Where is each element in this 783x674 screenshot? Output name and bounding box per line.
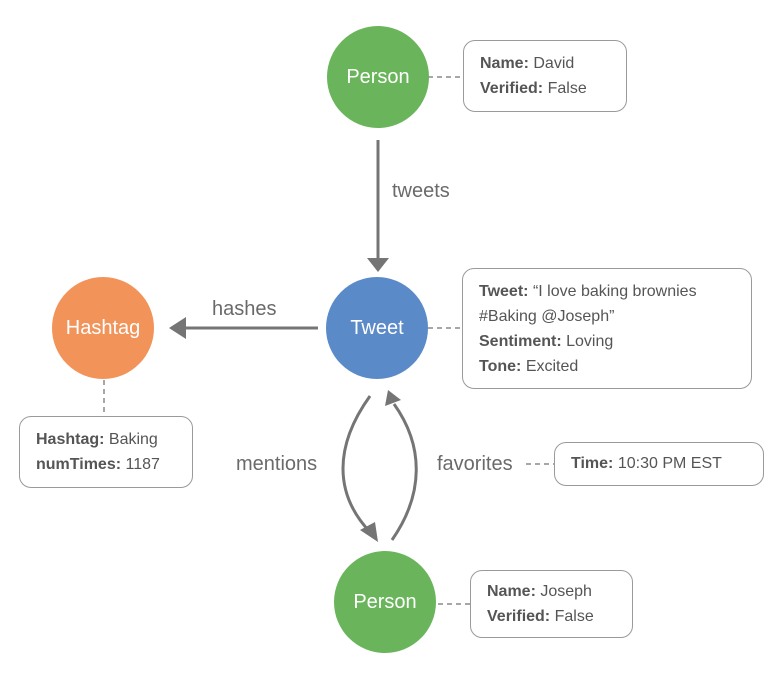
prop-value: #Baking @Joseph” (479, 308, 615, 325)
prop-value: Joseph (540, 583, 592, 600)
prop-row-tone: Tone: Excited (479, 354, 735, 379)
prop-key: Verified: (480, 80, 544, 97)
prop-row-numtimes: numTimes: 1187 (36, 452, 176, 477)
node-person-bottom-label: Person (353, 590, 417, 613)
properties-hashtag: Hashtag: Baking numTimes: 1187 (19, 416, 193, 488)
properties-favorites: Time: 10:30 PM EST (554, 442, 764, 486)
properties-person-bottom: Name: Joseph Verified: False (470, 570, 633, 638)
prop-value: Loving (566, 333, 614, 350)
prop-key: Hashtag: (36, 431, 105, 448)
properties-person-top: Name: David Verified: False (463, 40, 627, 112)
prop-key: Name: (480, 55, 529, 72)
prop-row-tweet-cont: #Baking @Joseph” (479, 304, 735, 329)
edge-label-favorites: favorites (437, 453, 513, 475)
prop-row-time: Time: 10:30 PM EST (571, 451, 747, 476)
edge-mentions-curve (341, 395, 372, 534)
prop-value: 1187 (125, 456, 160, 473)
edge-hashes-arrowhead (169, 317, 186, 339)
prop-value: False (547, 80, 587, 97)
prop-key: Sentiment: (479, 333, 562, 350)
node-person-top-label: Person (346, 65, 410, 88)
prop-row-hashtag: Hashtag: Baking (36, 427, 176, 452)
prop-key: Tweet: (479, 283, 529, 300)
prop-key: Time: (571, 455, 614, 472)
node-person-bottom[interactable]: Person (334, 551, 436, 653)
prop-key: Tone: (479, 358, 522, 375)
prop-row-tweet: Tweet: “I love baking brownies (479, 279, 735, 304)
edge-mentions-arrowhead (360, 522, 378, 542)
node-hashtag-label: Hashtag (65, 316, 141, 339)
prop-row-verified: Verified: False (480, 76, 610, 101)
prop-value: Baking (108, 431, 158, 448)
node-tweet[interactable]: Tweet (326, 277, 428, 379)
node-person-top[interactable]: Person (327, 26, 429, 128)
prop-value: 10:30 PM EST (617, 455, 722, 472)
prop-row-name: Name: Joseph (487, 579, 616, 604)
prop-key: Verified: (487, 608, 551, 625)
edge-label-tweets: tweets (392, 180, 450, 202)
prop-row-name: Name: David (480, 51, 610, 76)
edge-favorites-arrowhead (385, 390, 401, 406)
prop-value: David (533, 55, 575, 72)
edge-favorites-curve (390, 403, 418, 541)
properties-tweet: Tweet: “I love baking brownies #Baking @… (462, 268, 752, 389)
prop-value: Excited (525, 358, 579, 375)
prop-row-verified: Verified: False (487, 604, 616, 629)
edge-label-hashes: hashes (212, 298, 277, 320)
edge-tweets-arrowhead (367, 258, 389, 272)
prop-value: “I love baking brownies (532, 283, 697, 300)
edge-label-mentions: mentions (236, 453, 318, 475)
prop-key: numTimes: (36, 456, 122, 473)
node-hashtag[interactable]: Hashtag (52, 277, 154, 379)
prop-value: False (554, 608, 594, 625)
prop-key: Name: (487, 583, 536, 600)
prop-row-sentiment: Sentiment: Loving (479, 329, 735, 354)
node-tweet-label: Tweet (350, 316, 404, 339)
